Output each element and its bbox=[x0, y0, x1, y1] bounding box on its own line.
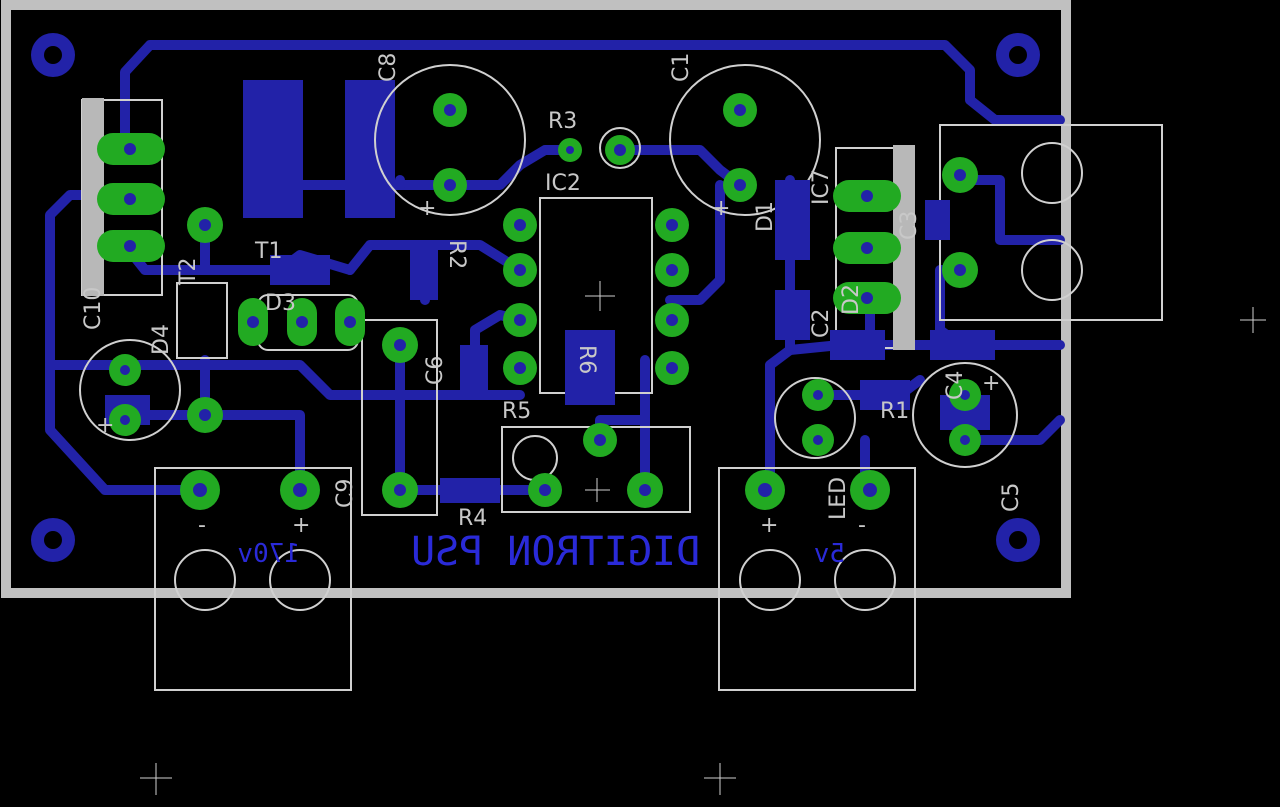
polarity-c4: + bbox=[982, 371, 1000, 396]
label-d4: D4 bbox=[149, 324, 174, 355]
terminal-170v-minus: - bbox=[198, 513, 206, 538]
label-r5: R5 bbox=[502, 399, 531, 424]
label-c5: C5 bbox=[999, 483, 1024, 512]
board-title: DIGITRON PSU bbox=[411, 529, 700, 575]
polarity-c1: + bbox=[712, 196, 730, 221]
label-c3: C3 bbox=[897, 211, 922, 240]
label-t1: T1 bbox=[254, 239, 282, 264]
mounting-holes bbox=[31, 33, 1040, 562]
label-d2: D2 bbox=[839, 284, 864, 315]
label-d3: D3 bbox=[265, 291, 296, 316]
label-ic2: IC2 bbox=[545, 171, 581, 196]
terminal-5v-plus: + bbox=[760, 513, 778, 538]
label-led: LED bbox=[826, 477, 851, 520]
terminal-170v-plus: + bbox=[292, 513, 310, 538]
label-c10: C10 bbox=[81, 287, 106, 330]
label-c2: C2 bbox=[809, 309, 834, 338]
polarity-c8: + bbox=[418, 196, 436, 221]
voltage-label-170v: 170v bbox=[237, 539, 300, 569]
label-c4: C4 bbox=[943, 371, 968, 400]
mirrored-copper-text: DIGITRON PSU 170v 5v bbox=[237, 529, 845, 575]
drill-holes bbox=[120, 104, 970, 497]
terminal-5v-minus: - bbox=[858, 513, 866, 538]
label-d1: D1 bbox=[753, 201, 778, 232]
label-r2: R2 bbox=[444, 240, 469, 269]
component-labels: C8 C1 R3 IC2 C10 T2 D4 T1 D3 R2 C6 R5 R4… bbox=[81, 53, 1024, 538]
label-ic7: IC7 bbox=[809, 169, 834, 205]
label-c6: C6 bbox=[423, 356, 448, 385]
crosshair-marks bbox=[140, 281, 1266, 795]
label-r4: R4 bbox=[458, 506, 487, 531]
copper-pour-left bbox=[243, 80, 303, 218]
label-r1: R1 bbox=[880, 399, 909, 424]
board-edge bbox=[1, 0, 1071, 598]
smd-pads bbox=[105, 180, 995, 503]
label-c8: C8 bbox=[376, 53, 401, 82]
label-c9: C9 bbox=[333, 479, 358, 508]
label-r6: R6 bbox=[574, 345, 599, 374]
silkscreen-outlines bbox=[79, 64, 1163, 691]
copper-pour-right bbox=[345, 80, 395, 218]
label-c1: C1 bbox=[669, 53, 694, 82]
label-r3: R3 bbox=[548, 109, 577, 134]
polarity-c10: + bbox=[96, 413, 114, 438]
label-t2: T2 bbox=[176, 258, 201, 286]
voltage-label-5v: 5v bbox=[814, 539, 845, 569]
